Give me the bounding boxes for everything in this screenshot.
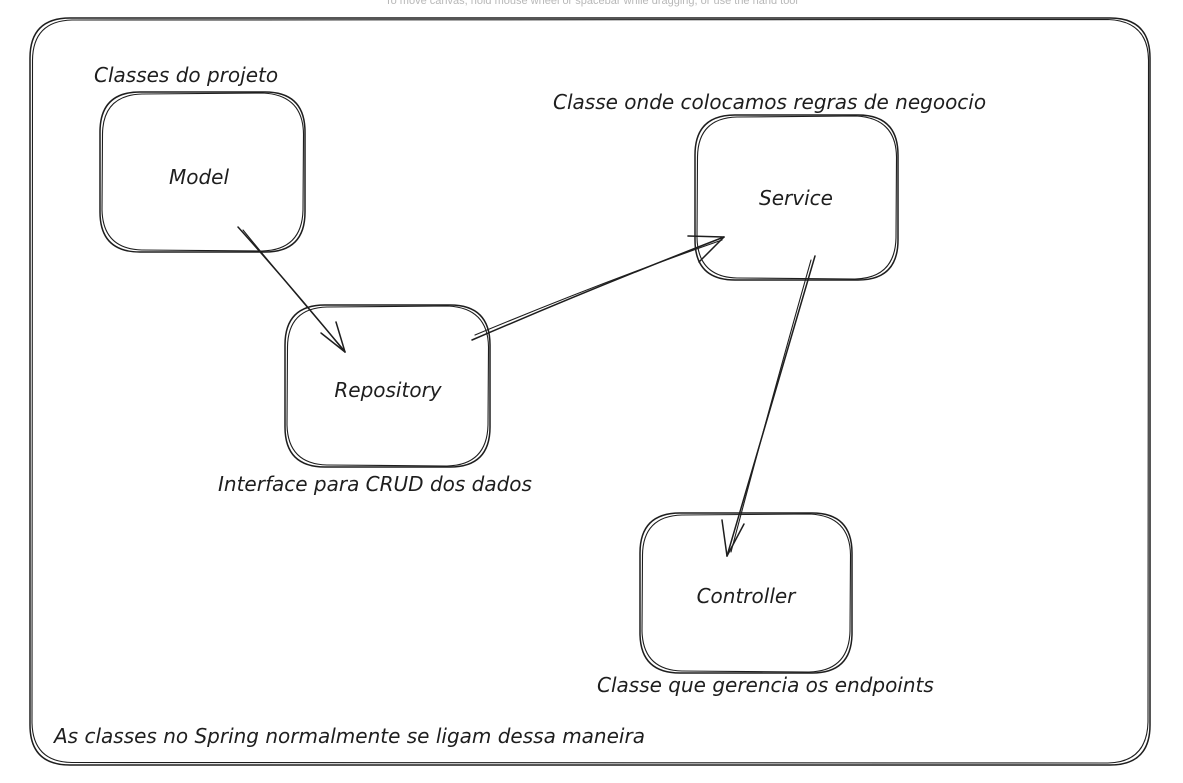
repository-node[interactable]: Repository: [284, 304, 491, 468]
service-node[interactable]: Service: [694, 114, 899, 281]
frame-annotation: As classes no Spring normalmente se liga…: [52, 724, 645, 748]
controller-node[interactable]: Controller: [639, 512, 853, 674]
service-label: Service: [759, 186, 833, 210]
canvas-hint: To move canvas, hold mouse wheel or spac…: [385, 0, 798, 7]
model-label: Model: [169, 165, 229, 189]
controller-annotation: Classe que gerencia os endpoints: [597, 673, 934, 697]
model-node[interactable]: Model: [99, 91, 306, 253]
service-annotation: Classe onde colocamos regras de negoocio: [553, 90, 986, 114]
controller-label: Controller: [697, 584, 798, 608]
arrow-service-to-controller[interactable]: [721, 255, 816, 557]
repository-annotation: Interface para CRUD dos dados: [218, 472, 532, 496]
repository-label: Repository: [334, 378, 442, 402]
outer-frame[interactable]: [29, 17, 1151, 766]
model-annotation: Classes do projeto: [94, 63, 278, 87]
arrow-repository-to-service[interactable]: [471, 235, 725, 341]
arrow-model-to-repository[interactable]: [237, 226, 346, 353]
